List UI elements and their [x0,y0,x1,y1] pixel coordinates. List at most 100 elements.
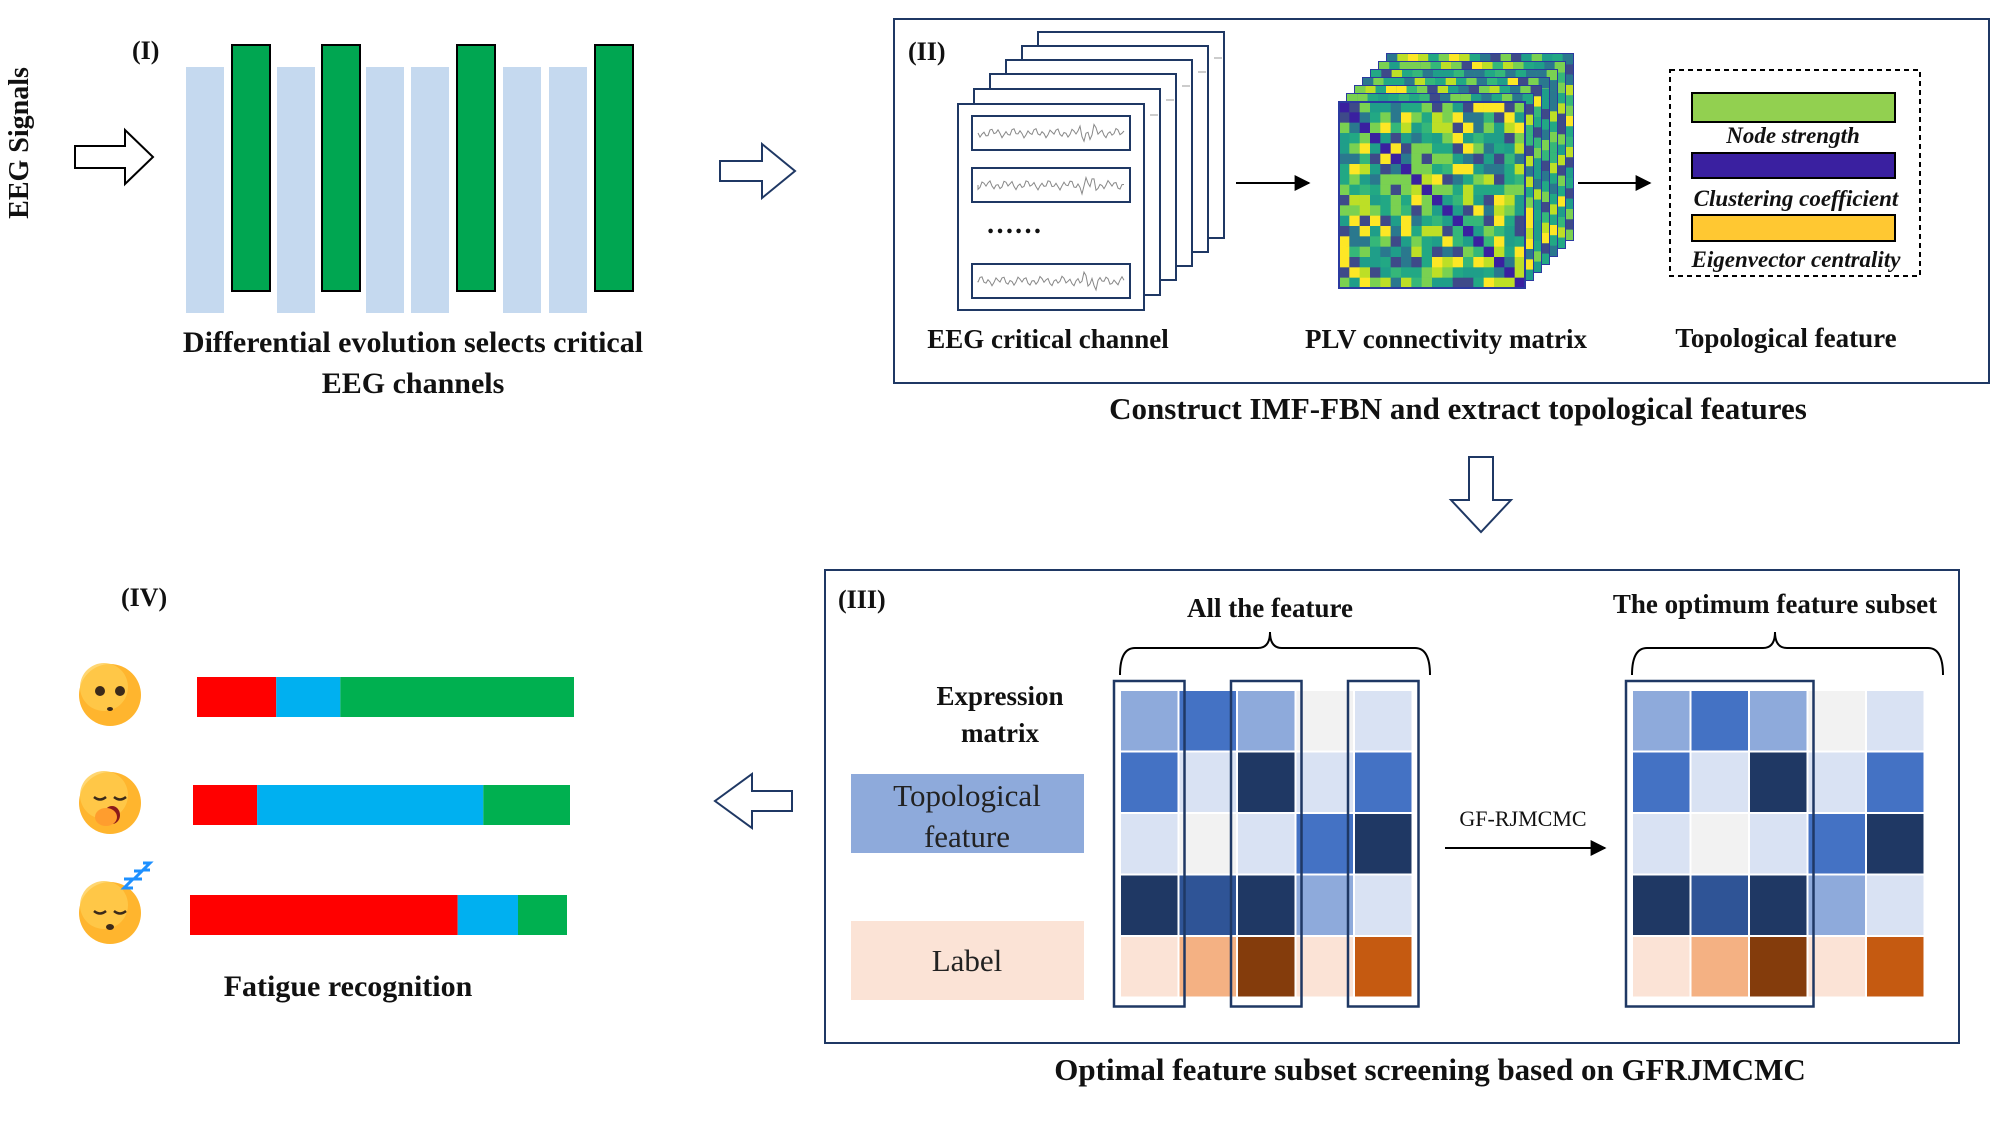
plv-cell [1349,246,1360,258]
plv-edge-cell [1547,194,1557,205]
plv-edge-cell [1505,70,1516,80]
plv-edge-cell [1555,206,1565,217]
plv-cell [1380,226,1391,237]
plv-edge-cell [1539,191,1549,202]
plv-edge-cell [1523,156,1533,167]
plv-cell [1473,236,1484,247]
plv-edge-cell [1481,94,1492,104]
plv-cell [1442,226,1453,237]
plv-cell [1463,246,1474,258]
plv-cell [1359,246,1371,258]
plv-edge-cell [1562,54,1573,64]
plv-cell [1442,122,1453,134]
plv-cell [1370,226,1381,237]
plv-edge-cell [1563,105,1573,116]
plv-cell [1504,133,1515,144]
plv-cell [1390,257,1402,268]
plv-cell [1483,277,1495,289]
matrix-cell [1236,750,1297,814]
plv-edge-cell [1474,70,1485,80]
plv-cell [1442,277,1453,289]
clustering-coefficient-bar [1691,152,1896,179]
plv-edge-cell [1555,113,1565,124]
plv-cell [1463,174,1474,185]
plv-cell [1514,215,1526,227]
plv-cell [1473,184,1484,196]
matrix-cell [1689,689,1750,753]
plv-cell [1494,143,1505,154]
plv-cell [1390,122,1402,134]
clustering-coefficient-label: Clustering coefficient [1694,186,1899,211]
plv-cell [1514,246,1526,258]
plv-edge-cell [1379,62,1390,72]
plv-cell [1401,205,1412,216]
plv-cell [1359,112,1371,123]
matrix-cell [1748,873,1809,937]
plv-cell [1339,277,1350,289]
plv-cell [1380,215,1391,227]
plv-cell [1370,215,1381,227]
plv-cell [1514,143,1526,154]
plv-cell [1463,226,1474,237]
plv-cell [1463,122,1474,134]
plv-edge-cell [1555,237,1565,248]
plv-edge-cell [1520,86,1531,96]
plv-cell [1483,184,1495,196]
plv-cell [1349,164,1360,175]
matrix-cell [1631,812,1692,876]
plv-cell [1452,267,1464,278]
matrix-cell [1177,812,1238,876]
plv-cell [1442,267,1453,278]
plv-cell [1390,195,1402,206]
eeg-dots: …… [986,209,1042,240]
plv-cell [1370,143,1381,154]
plv-edge-cell [1427,86,1438,96]
plv-cell [1473,133,1484,144]
plv-cell [1339,122,1350,134]
plv-edge-cell [1523,104,1533,115]
plv-cell [1370,153,1381,165]
plv-cell [1483,174,1495,185]
plv-cell [1514,236,1526,247]
eeg-waveform [977,175,1125,196]
matrix-cell [1806,750,1867,814]
plv-edge-cell [1563,229,1573,240]
channel-column [503,67,541,313]
plv-cell [1380,277,1391,289]
matrix-cell [1294,689,1355,753]
plv-edge-cell [1539,129,1549,140]
plv-edge-cell [1547,111,1557,122]
plv-edge-cell [1555,144,1565,155]
plv-edge-cell [1531,117,1541,128]
plv-cell [1504,153,1515,165]
plv-cell [1359,133,1371,144]
plv-cell [1452,277,1464,289]
plv-cell [1421,205,1433,216]
plv-cell [1494,257,1505,268]
plv-cell [1411,236,1422,247]
plv-cell [1504,257,1515,268]
plv-cell [1370,102,1381,113]
plv-edge-cell [1547,214,1557,225]
plv-edge-cell [1495,70,1506,80]
plv-cell [1339,112,1350,123]
plv-edge-cell [1523,228,1533,239]
plv-cell [1339,164,1350,175]
plv-cell [1401,246,1412,258]
plv-edge-cell [1555,124,1565,135]
plv-cell [1452,133,1464,144]
selected-channel-column [231,44,271,292]
plv-cell [1401,122,1412,134]
plv-cell [1370,257,1381,268]
plv-cell [1390,164,1402,175]
plv-cell [1463,205,1474,216]
eeg-signal-box [971,263,1131,299]
plv-edge-cell [1503,62,1514,72]
plv-cell [1452,226,1464,237]
plv-cell [1380,174,1391,185]
panel-tag-1: (I) [132,36,159,65]
plv-cell [1504,164,1515,175]
plv-cell [1504,236,1515,247]
plv-edge-cell [1539,160,1549,171]
plv-edge-cell [1406,86,1417,96]
